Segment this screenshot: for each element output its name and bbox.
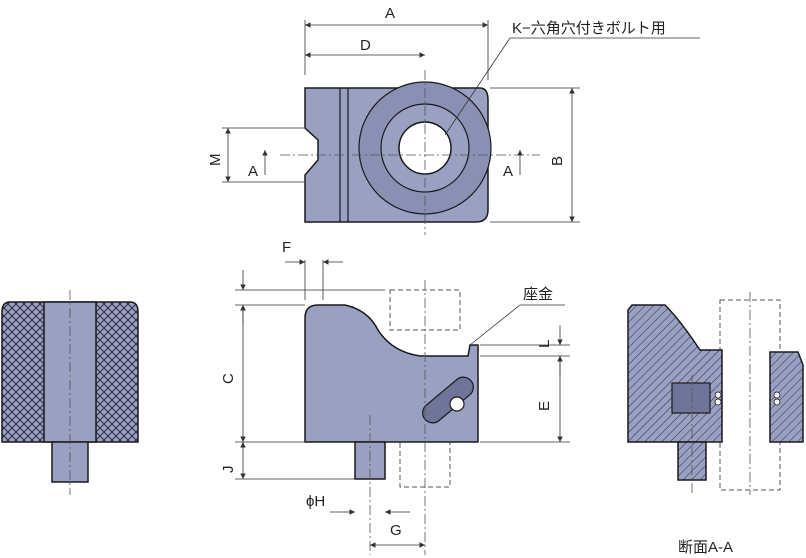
label-dim-E: E [536,401,553,411]
top-view: A D B M A A K−六角穴付きボルト用 [207,5,700,235]
front-view: F C J ϕH G L E 座金 [220,239,570,555]
section-ball-4 [773,398,781,406]
section-bolt-head [671,382,711,414]
callout-washer-label: 座金 [523,286,553,303]
label-dim-L: L [536,340,553,348]
section-body-right [769,351,804,443]
label-dim-phiH: ϕH [306,493,325,510]
label-dim-A: A [385,5,395,22]
label-dim-G: G [390,522,402,539]
slot-ball [449,396,465,412]
label-dim-D: D [360,37,371,54]
label-dim-M: M [207,154,224,167]
label-dim-C: C [220,373,237,384]
section-ball-1 [714,391,722,399]
section-ball-3 [773,391,781,399]
section-body-left [627,304,723,443]
label-section-A-right: A [503,163,513,180]
section-caption: 断面A-A [678,539,733,556]
front-view-body [304,304,479,443]
label-dim-F: F [282,239,291,256]
label-dim-J: J [220,466,237,474]
section-view: 断面A-A [627,292,804,556]
section-ball-2 [714,398,722,406]
label-dim-B: B [549,156,566,166]
label-section-A-left: A [248,163,258,180]
callout-bolt-label: K−六角穴付きボルト用 [512,20,666,37]
left-side-view [1,290,139,495]
